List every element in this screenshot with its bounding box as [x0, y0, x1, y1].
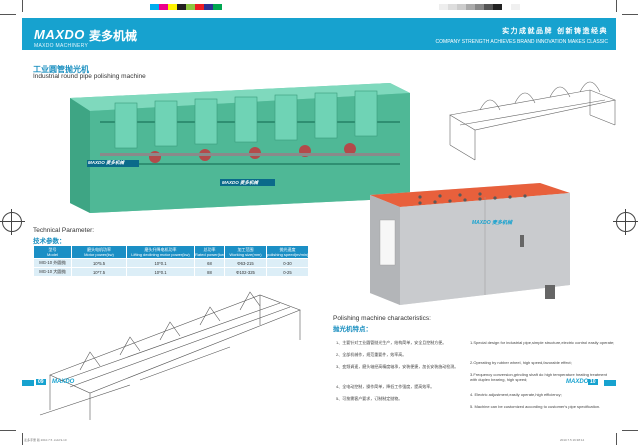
crop-mark: [622, 430, 638, 431]
list-item: 2.Operating by rubber wheel, high speed,…: [470, 360, 572, 365]
footer-logo-right: MAXDO: [566, 379, 589, 385]
slogan-cn: 实力成就品牌 创新铸造经典: [502, 27, 608, 35]
brand-logo: MAXDO: [34, 27, 85, 42]
print-slug-left: 麦多手册 版 2010.7.5 .indd 9-10: [24, 438, 67, 442]
list-item: 5、可按需客户要求，订制制定抛物。: [336, 396, 403, 401]
crop-mark: [22, 433, 23, 445]
crop-mark: [616, 433, 617, 445]
product-title-en: Industrial round pipe polishing machine: [33, 73, 146, 80]
line-drawing-upper: [449, 81, 617, 161]
registration-mark-right: [613, 209, 638, 235]
slogan-en: COMPANY STRENGTH ACHIEVES BRAND INNOVATI…: [435, 39, 608, 45]
footer-bar-left: [22, 380, 34, 386]
table-row: MG-10 大圆抛 10*7.5 10*0.1 88 Φ102-325 0-25: [33, 267, 309, 277]
table-row: MG-10 外圆抛 10*5.5 10*0.1 68 Φ63-215 0-30: [33, 258, 309, 268]
brand-subtitle: MAXDO MACHINERY: [34, 43, 89, 49]
characteristics-list-cn: 1、主要针对工业圆管抛光生产，结构简单，安全且控制方便。 2、全部机械作，规范重…: [336, 340, 461, 408]
technical-heading-cn: 技术参数：: [33, 237, 66, 245]
table-cell: 10*0.1: [126, 267, 195, 277]
page-number-left: 09: [36, 379, 46, 385]
footer-bar-right: [604, 380, 616, 386]
list-item: 1.Special design for industrial pipe,sim…: [470, 340, 615, 345]
machine-badge-1: MAXDO 麦多机械: [88, 160, 124, 165]
list-item: 3、变频调速，磨头轴经高精度轴承，安装便捷，加长安装施动检测。: [336, 364, 459, 369]
table-cell: 68: [194, 258, 225, 268]
product-title-cn: 工业圆管抛光机: [33, 65, 89, 74]
footer-logo-left: MAXDO: [52, 379, 75, 385]
crop-mark: [616, 0, 617, 12]
technical-heading-en: Technical Parameter:: [33, 227, 95, 234]
page-number-right: 10: [588, 379, 598, 385]
characteristics-heading-cn: 抛光机特点：: [333, 325, 372, 333]
table-cell: 10*0.1: [126, 258, 195, 268]
registration-mark-left: [0, 209, 25, 235]
list-item: 5. Machine can be customized according t…: [470, 404, 601, 409]
crop-mark: [622, 14, 638, 15]
table-cell: Φ63-215: [224, 258, 267, 268]
table-cell: 10*5.5: [71, 258, 127, 268]
list-item: 3.Frequency conversion,grinding shaft do…: [470, 372, 607, 382]
crop-mark: [0, 430, 16, 431]
line-drawing-lower: [39, 291, 301, 420]
table-cell: 0-30: [266, 258, 309, 268]
print-slug-right: 2010.7.5 16:38:14: [560, 438, 585, 442]
table-cell: 10*7.5: [71, 267, 127, 277]
table-cell: MG-10 外圆抛: [33, 258, 72, 268]
color-bar-right: [430, 4, 520, 10]
machine-badge-2: MAXDO 麦多机械: [222, 180, 258, 185]
table-cell: Φ102-325: [224, 267, 267, 277]
cabinet-badge: MAXDO 麦多机械: [472, 220, 513, 226]
list-item: 4、全电动控制，操作简单，降低工作强度，提高效率。: [336, 384, 435, 389]
header-band: [22, 18, 616, 50]
table-cell: 88: [194, 267, 225, 277]
crop-mark: [0, 14, 16, 15]
control-cabinet-photo: [370, 183, 570, 305]
characteristics-list-en: 1.Special design for industrial pipe,sim…: [470, 340, 615, 416]
table-cell: MG-10 大圆抛: [33, 267, 72, 277]
characteristics-heading-en: Polishing machine characteristics:: [333, 315, 431, 322]
list-item: 4. Electric adjustment,easily operate,hi…: [470, 392, 562, 397]
table-cell: 0-25: [266, 267, 309, 277]
color-bar-left: [150, 4, 222, 10]
brand-name-cn: 麦多机械: [89, 29, 138, 43]
list-item: 2、全部机械作，规范重要件，效率高。: [336, 352, 407, 357]
crop-mark: [22, 0, 23, 12]
polishing-machine-photo: [70, 83, 410, 213]
list-item: 1、主要针对工业圆管抛光生产，结构简单，安全且控制方便。: [336, 340, 447, 345]
